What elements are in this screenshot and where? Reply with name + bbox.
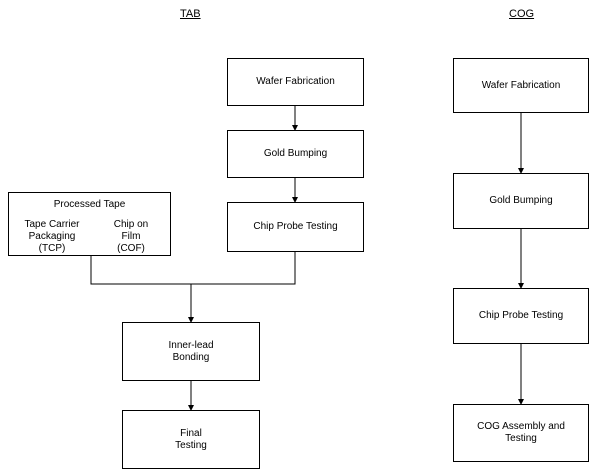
cog-chip-probe-testing-label: Chip Probe Testing [478, 310, 564, 321]
tab-heading: TAB [180, 8, 201, 20]
tcp-label: Tape Carrier Packaging (TCP) [24, 219, 80, 254]
tab-chip-probe-testing-box: Chip Probe Testing [227, 202, 364, 252]
cog-gold-bumping-box: Gold Bumping [453, 173, 589, 229]
tab-wafer-fabrication-box: Wafer Fabrication [227, 58, 364, 106]
final-testing-box: Final Testing [122, 410, 260, 469]
tab-chip-probe-testing-label: Chip Probe Testing [253, 221, 338, 232]
cog-wafer-fabrication-label: Wafer Fabrication [481, 79, 561, 91]
cog-chip-probe-testing-box: Chip Probe Testing [453, 288, 589, 344]
processed-tape-title: Processed Tape [53, 199, 126, 210]
tab-gold-bumping-label: Gold Bumping [263, 148, 328, 159]
cog-gold-bumping-label: Gold Bumping [489, 195, 553, 206]
cof-label: Chip on Film (COF) [113, 219, 149, 254]
inner-lead-bonding-box: Inner-lead Bonding [122, 322, 260, 381]
tab-wafer-fabrication-label: Wafer Fabrication [256, 76, 335, 87]
cog-assembly-testing-box: COG Assembly and Testing [453, 404, 589, 462]
merge-line [90, 252, 296, 285]
tab-gold-bumping-box: Gold Bumping [227, 130, 364, 178]
cog-wafer-fabrication-box: Wafer Fabrication [453, 58, 589, 113]
processed-tape-box: Processed Tape Tape Carrier Packaging (T… [8, 192, 171, 256]
cog-heading: COG [509, 8, 535, 20]
